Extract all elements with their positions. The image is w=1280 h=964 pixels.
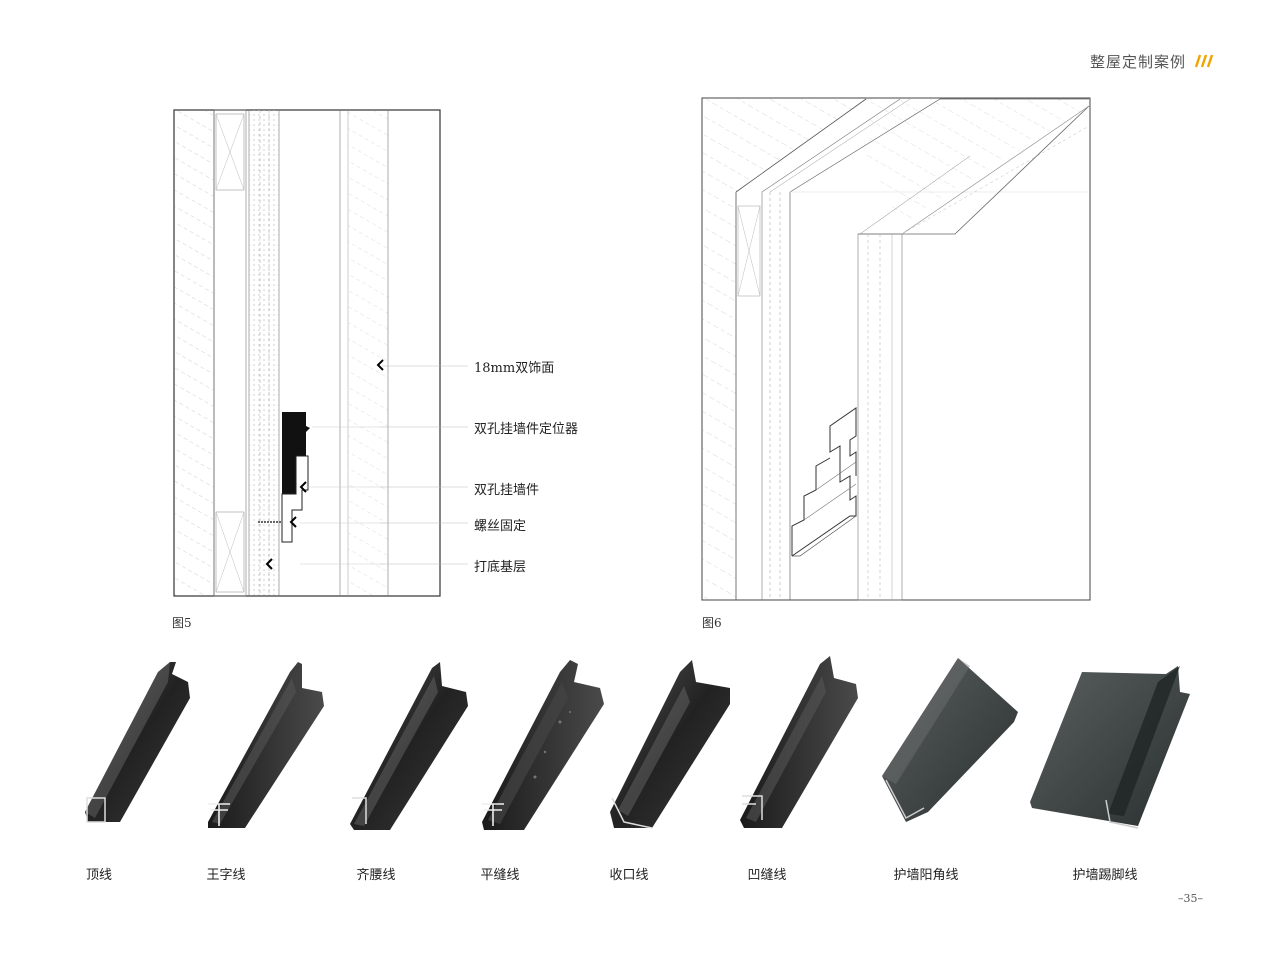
product-image-4 (482, 660, 604, 830)
product-image-1 (85, 662, 190, 823)
callout-hanger-locator: 双孔挂墙件定位器 (474, 422, 579, 437)
product-image-8 (1030, 666, 1190, 829)
product-label-3: 齐腰线 (356, 868, 396, 883)
product-label-1: 顶线 (85, 868, 113, 883)
figure5-drawing (173, 109, 441, 597)
product-image-5 (610, 660, 730, 829)
product-label-8: 护墙踢脚线 (1072, 868, 1138, 883)
product-label-2: 王字线 (206, 868, 246, 883)
page-number: –35– (1178, 892, 1203, 905)
callout-decor-panel: 18mm双饰面 (474, 361, 555, 376)
figure5-leader-lines (380, 365, 468, 565)
product-image-7 (882, 658, 1018, 822)
product-label-6: 凹缝线 (747, 868, 787, 883)
callout-base-layer: 打底基层 (474, 560, 527, 575)
header-title: 整屋定制案例 (1090, 53, 1187, 71)
product-image-2 (208, 662, 324, 828)
callout-wall-hanger: 双孔挂墙件 (474, 483, 540, 498)
figure6-drawing (701, 97, 1091, 601)
product-profiles-strip (85, 656, 1190, 830)
figure6-label: 图6 (702, 616, 722, 630)
accent-slashes-icon (1194, 54, 1214, 68)
figure5-label: 图5 (172, 616, 192, 630)
product-image-3 (350, 662, 468, 830)
product-label-7: 护墙阳角线 (893, 868, 959, 883)
product-label-4: 平缝线 (480, 868, 520, 883)
page-header: 整屋定制案例 (1050, 50, 1220, 74)
figure5-leader-extensions (300, 426, 385, 565)
product-label-5: 收口线 (609, 868, 649, 883)
callout-screw-fix: 螺丝固定 (474, 519, 527, 534)
product-image-6 (740, 656, 858, 828)
